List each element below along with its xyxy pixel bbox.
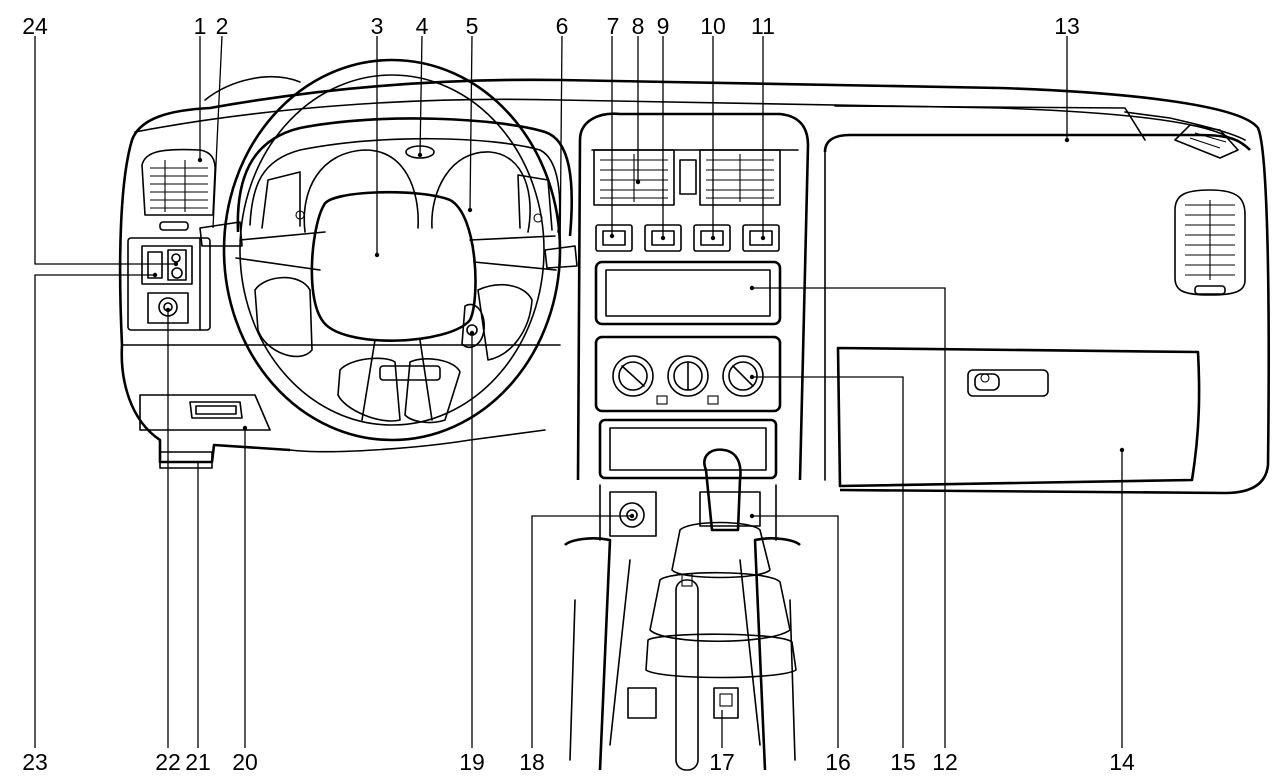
callout-labels: 24 1 2 3 4 5 6 7 8 9 10 11 13 23 22 21 2…	[22, 13, 1135, 775]
callout-22: 22	[155, 749, 181, 775]
dashboard-outline	[118, 76, 1270, 495]
leader-dots	[152, 137, 1125, 519]
callout-14: 14	[1109, 749, 1135, 775]
callout-20: 20	[232, 749, 258, 775]
steering-column-stalks	[199, 221, 578, 269]
callout-15: 15	[890, 749, 916, 775]
center-console	[564, 112, 810, 771]
callout-8: 8	[632, 13, 645, 39]
callout-18: 18	[519, 749, 545, 775]
callout-5: 5	[466, 13, 479, 39]
callout-9: 9	[657, 13, 670, 39]
callout-24: 24	[22, 13, 48, 39]
callout-23: 23	[22, 749, 48, 775]
instrument-cluster	[236, 117, 574, 237]
callout-4: 4	[416, 13, 429, 39]
callout-16: 16	[825, 749, 851, 775]
callout-19: 19	[459, 749, 485, 775]
callout-21: 21	[185, 749, 211, 775]
callout-6: 6	[556, 13, 569, 39]
left-switch-panel	[127, 237, 211, 331]
callout-13: 13	[1054, 13, 1080, 39]
leader-lines	[34, 35, 1123, 748]
callout-2: 2	[216, 13, 229, 39]
callout-12: 12	[932, 749, 958, 775]
callout-1: 1	[194, 13, 207, 39]
callout-17: 17	[709, 749, 735, 775]
callout-11: 11	[751, 13, 775, 39]
gear-shifter	[645, 448, 797, 771]
left-air-vent	[141, 148, 216, 231]
callout-3: 3	[371, 13, 384, 39]
callout-7: 7	[607, 13, 620, 39]
callout-10: 10	[700, 13, 726, 39]
steering-wheel	[222, 58, 562, 442]
passenger-dashboard	[823, 105, 1251, 488]
